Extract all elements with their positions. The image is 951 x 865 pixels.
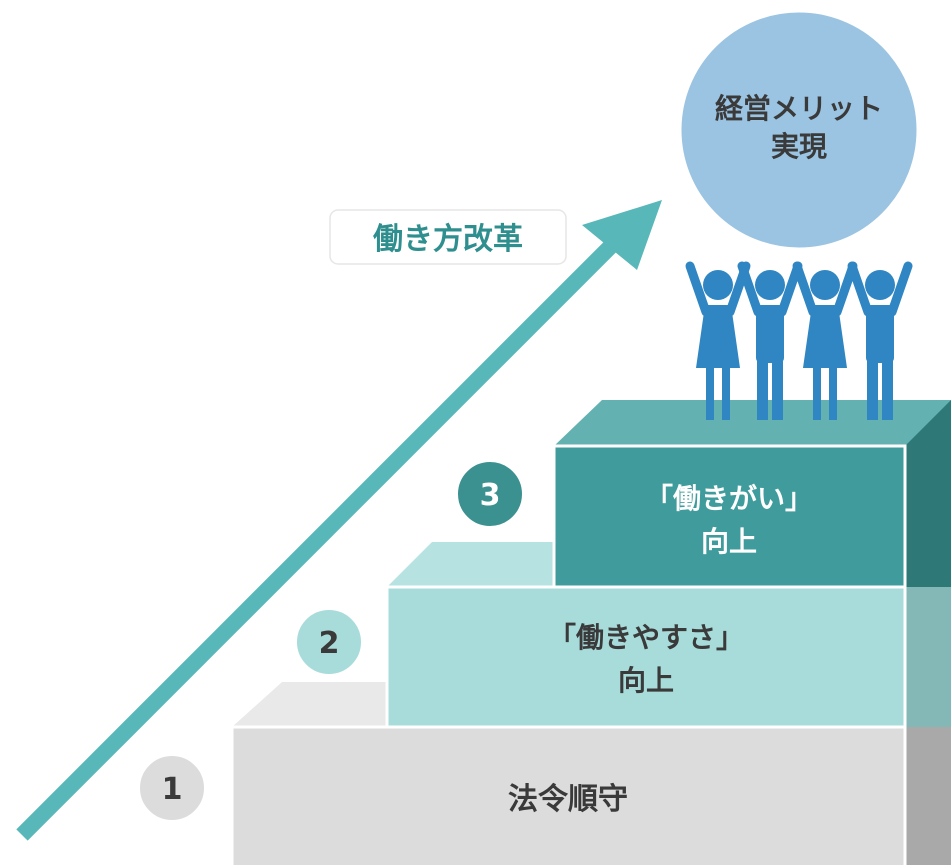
person-figure [737, 261, 803, 420]
arrow-label-box: 働き方改革 [329, 209, 567, 265]
step-3-block: 「働きがい」 向上 [552, 400, 951, 589]
goal-text-line1: 経営メリット [715, 92, 883, 125]
arrow-label: 働き方改革 [372, 222, 523, 257]
step-1-number: 1 [162, 772, 183, 807]
progress-arrow [16, 200, 662, 841]
step-2-label-line2: 向上 [618, 664, 674, 697]
step-2-number-badge: 2 [293, 606, 365, 678]
step-3-number: 3 [480, 478, 501, 513]
step-3-label-line1: 「働きがい」 [645, 482, 813, 515]
step-2-label-line1: 「働きやすさ」 [548, 621, 744, 654]
person-figure [847, 261, 913, 420]
goal-text-line2: 実現 [771, 130, 827, 163]
person-figure [685, 261, 751, 420]
step-1-label: 法令順守 [508, 782, 628, 817]
step-3-number-badge: 3 [454, 458, 526, 530]
step-3-label-line2: 向上 [701, 525, 757, 558]
step-2-block: 「働きやすさ」 向上 [385, 542, 951, 729]
step-2-number: 2 [319, 626, 340, 661]
person-figure [792, 261, 858, 420]
cheering-people-icon [685, 261, 913, 420]
goal-circle: 経営メリット 実現 [676, 7, 922, 253]
step-1-number-badge: 1 [136, 752, 208, 824]
